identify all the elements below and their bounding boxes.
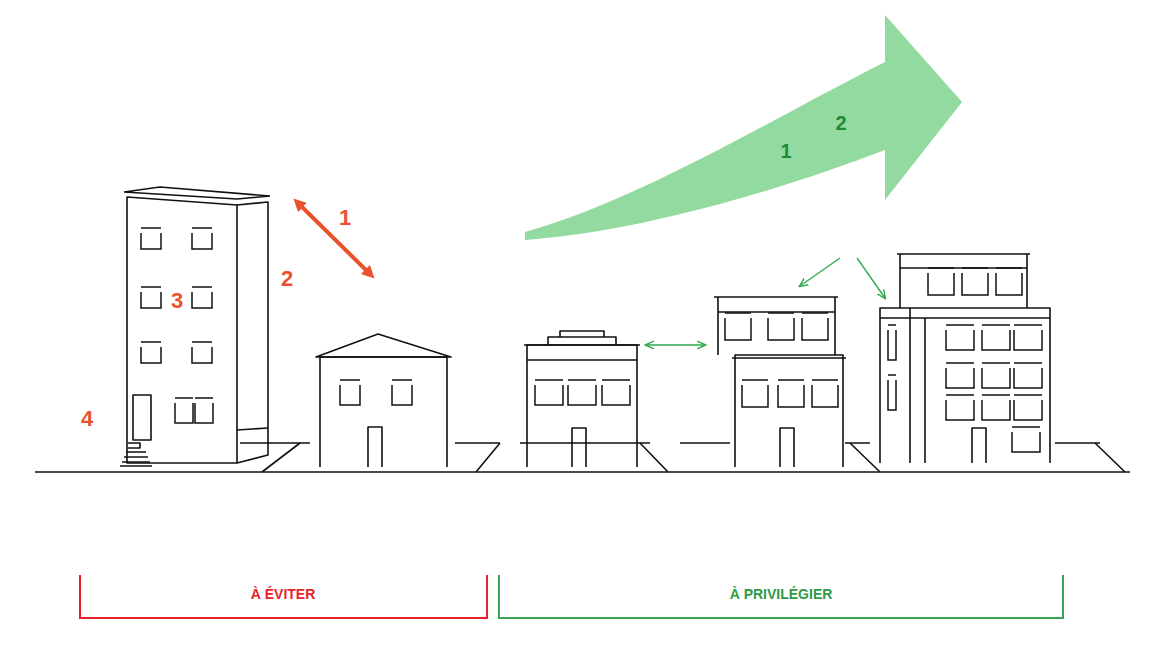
extended-building (735, 355, 843, 467)
window (1014, 363, 1042, 388)
hip-roof (316, 334, 451, 357)
window (962, 268, 988, 295)
window (602, 380, 630, 405)
growth-arrow (525, 15, 962, 240)
stairs (120, 443, 152, 466)
windows (141, 228, 1042, 452)
avoid-bracket (80, 575, 487, 618)
callout-number: 4 (81, 408, 93, 430)
window (982, 395, 1010, 420)
callout-number: 1 (339, 207, 351, 229)
buildings (35, 187, 1130, 472)
window (535, 380, 563, 405)
callout-number: 1 (780, 141, 791, 161)
window (141, 228, 161, 249)
prefer-label: À PRIVILÉGIER (730, 587, 833, 601)
window (778, 380, 804, 407)
window (192, 342, 212, 363)
window (802, 313, 828, 340)
alignment-arrow (646, 344, 705, 345)
callout-number: 2 (835, 113, 846, 133)
added-storey (714, 297, 846, 358)
tall-building-side (237, 202, 268, 463)
window (742, 380, 768, 407)
door (133, 395, 151, 440)
flat-building (527, 345, 637, 467)
window (946, 395, 974, 420)
small-house (320, 357, 447, 467)
window (928, 268, 954, 295)
upper-storey (897, 254, 1030, 308)
window (192, 228, 212, 249)
callout-number: 2 (281, 268, 293, 290)
parapet (524, 331, 640, 360)
large-building (880, 308, 1050, 463)
window (141, 342, 161, 363)
window (1014, 325, 1042, 350)
window (768, 313, 794, 340)
window (175, 398, 193, 423)
pointer-arrow (800, 258, 840, 286)
avoid-label: À ÉVITER (251, 587, 316, 601)
window (946, 363, 974, 388)
window (1014, 395, 1042, 420)
pointer-arrow (857, 258, 885, 298)
window (946, 325, 974, 350)
street-line (35, 471, 1130, 473)
window (888, 325, 896, 360)
window (195, 398, 213, 423)
sidewalk (240, 442, 1100, 444)
window (340, 380, 360, 405)
tall-building (127, 197, 237, 463)
window (392, 380, 412, 405)
window (141, 287, 161, 308)
window (1012, 427, 1040, 452)
window (982, 325, 1010, 350)
prefer-bracket (499, 575, 1063, 618)
window (982, 363, 1010, 388)
window (568, 380, 596, 405)
sidewalk-joint (262, 443, 1125, 472)
window (812, 380, 838, 407)
window (996, 268, 1022, 295)
height-gap-arrow (298, 203, 370, 274)
window (888, 375, 896, 410)
window (725, 313, 751, 340)
tall-building-roof (124, 187, 270, 199)
callout-number: 3 (171, 290, 183, 312)
window (192, 287, 212, 308)
